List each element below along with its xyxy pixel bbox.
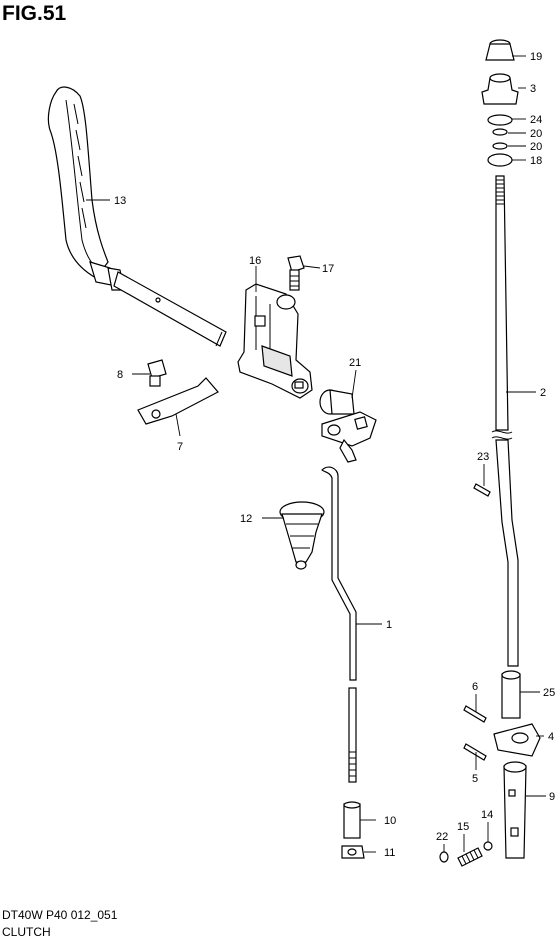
part-15-spring [457, 847, 483, 867]
callout-labels: 13 16 17 21 8 7 12 1 10 11 19 3 24 20 20… [114, 51, 555, 859]
part-18-o-ring [487, 153, 513, 167]
callout-9: 9 [549, 791, 555, 803]
part-8-bolt [147, 359, 167, 387]
callout-5: 5 [472, 773, 478, 785]
callout-25: 25 [543, 687, 555, 699]
callout-4: 4 [548, 731, 554, 743]
part-7-plate [137, 377, 219, 425]
part-24-o-ring [487, 114, 513, 126]
callout-14: 14 [481, 809, 493, 821]
part-23-pin [473, 483, 491, 497]
callout-22: 22 [436, 831, 448, 843]
callout-10: 10 [384, 815, 396, 827]
callout-18: 18 [530, 155, 542, 167]
callout-21: 21 [349, 357, 361, 369]
part-12-boot [279, 501, 325, 570]
part-5-pin [463, 743, 487, 761]
callout-2: 2 [540, 387, 546, 399]
figure-title: FIG.51 [2, 2, 67, 25]
part-11-nut [341, 845, 365, 859]
part-25-sleeve [501, 670, 521, 719]
part-1-clutch-rod [321, 466, 357, 783]
callout-19: 19 [530, 51, 542, 63]
part-4-shift-lever [493, 723, 541, 757]
callout-15: 15 [457, 821, 469, 833]
callout-3: 3 [530, 83, 536, 95]
callout-16: 16 [249, 255, 261, 267]
part-20-washer-lower [492, 142, 508, 150]
callout-11: 11 [384, 847, 395, 859]
part-2-shift-rod [491, 175, 519, 667]
callout-24: 24 [530, 114, 542, 126]
part-20-washer-upper [492, 128, 508, 136]
part-10-rod-connector [343, 801, 361, 839]
part-17-bolt [287, 255, 305, 291]
part-13-shift-lever [47, 86, 227, 347]
part-6-pin [463, 705, 487, 723]
callout-23: 23 [477, 451, 489, 463]
callout-13: 13 [114, 195, 126, 207]
part-16-clutch-bracket [237, 283, 313, 399]
callout-17: 17 [322, 263, 334, 275]
callout-8: 8 [117, 369, 123, 381]
part-19-cap [485, 39, 515, 61]
callout-1: 1 [386, 619, 392, 631]
part-3-bushing [481, 73, 519, 105]
model-code: DT40W P40 012_051 [2, 908, 118, 922]
leader-lines [86, 55, 546, 853]
part-14-ball [483, 841, 493, 851]
callout-12: 12 [240, 513, 252, 525]
part-9-shift-rod-lower [503, 761, 527, 859]
callout-6: 6 [472, 681, 478, 693]
callout-20-upper: 20 [530, 128, 542, 140]
callout-20-lower: 20 [530, 141, 542, 153]
part-22-ball [439, 851, 449, 863]
part-21-shift-arm [319, 389, 377, 463]
callout-7: 7 [177, 441, 183, 453]
section-name: CLUTCH [2, 925, 51, 939]
